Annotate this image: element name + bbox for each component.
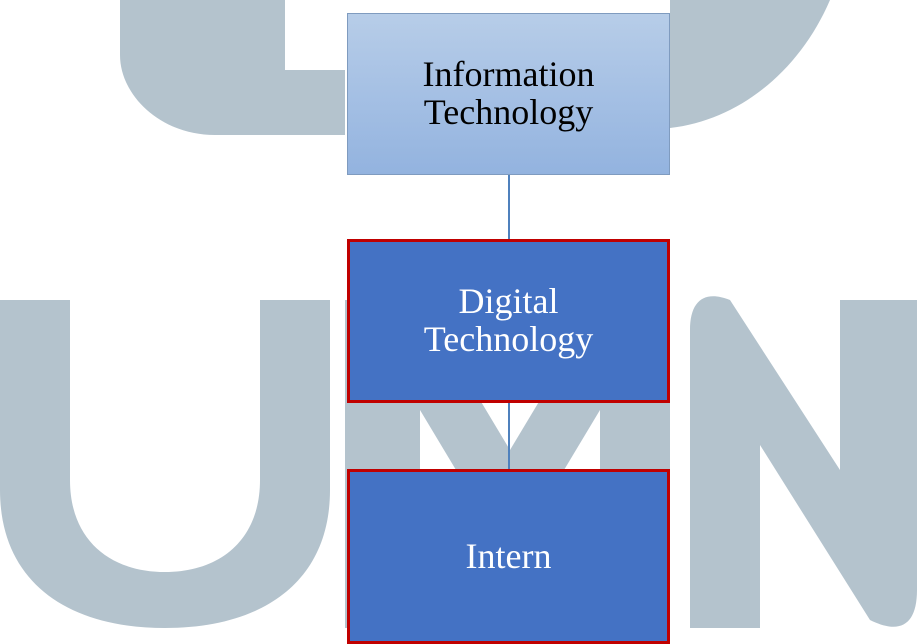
node-intern: Intern [347,469,670,644]
watermark-letter-u [0,300,330,628]
watermark-letter-n [690,296,917,628]
node-information-technology: Information Technology [347,13,670,175]
node-information-technology-label: Information Technology [422,54,595,132]
connector-digital-to-intern [508,402,510,470]
node-digital-technology-label: Digital Technology [423,281,594,359]
watermark-top-right-shape [670,0,830,128]
watermark-top-left-shape [120,0,345,135]
node-digital-technology: Digital Technology [347,239,670,403]
connector-it-to-digital [508,174,510,240]
node-intern-label: Intern [465,535,552,576]
